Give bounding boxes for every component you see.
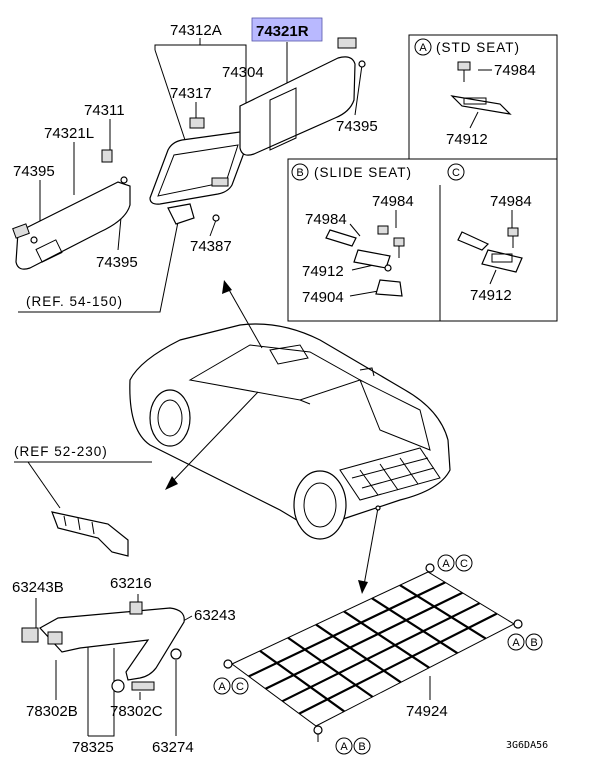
svg-text:C: C [236, 681, 244, 693]
label-74321L: 74321L [44, 125, 94, 142]
svg-text:C: C [452, 167, 460, 179]
bracket-part [51, 511, 129, 557]
diagram-code: 3G6DA56 [506, 740, 548, 751]
label-78325: 78325 [72, 739, 114, 756]
svg-text:C: C [460, 558, 468, 570]
car-body [129, 323, 451, 540]
label-74304: 74304 [222, 64, 264, 81]
svg-text:A: A [218, 681, 226, 693]
label-74904: 74904 [302, 289, 344, 306]
label-74984-c: 74984 [490, 193, 532, 210]
label-74311: 74311 [84, 102, 125, 119]
slide-seat-header: B (SLIDE SEAT) C [291, 163, 465, 181]
sun-visor-left [15, 181, 131, 270]
label-63274: 63274 [152, 739, 194, 756]
grab-handle [21, 601, 185, 693]
vanity-mirror-left [35, 239, 63, 263]
std-seat-header: A (STD SEAT) [414, 38, 520, 56]
svg-text:(SLIDE SEAT): (SLIDE SEAT) [314, 165, 412, 180]
label-63243: 63243 [194, 607, 236, 624]
label-74312A: 74312A [170, 22, 222, 39]
svg-text:B: B [296, 167, 303, 179]
slide-seat-b-hook [325, 225, 405, 297]
std-seat-hook [450, 61, 512, 115]
sun-visor-right [239, 56, 356, 156]
label-74984-std: 74984 [494, 62, 536, 79]
ref-52-230: (REF 52-230) [14, 444, 108, 459]
label-63243B: 63243B [12, 579, 64, 596]
ref-54-150: (REF. 54-150) [26, 294, 123, 309]
highlight-74321R [251, 17, 323, 42]
label-78302B: 78302B [26, 703, 78, 720]
marker-ab-bottom: A B [335, 737, 371, 755]
label-74317: 74317 [170, 85, 212, 102]
label-74321R[interactable]: 74321R [256, 23, 309, 40]
slide-seat-c-hook [457, 227, 523, 273]
svg-text:A: A [442, 558, 450, 570]
svg-text:A: A [512, 637, 520, 649]
marker-ac-top: A C [437, 554, 473, 572]
label-74912-slide: 74912 [302, 263, 344, 280]
svg-text:(STD SEAT): (STD SEAT) [436, 40, 520, 55]
label-78302C: 78302C [110, 703, 163, 720]
svg-text:B: B [530, 637, 537, 649]
label-74984-slide-a: 74984 [372, 193, 414, 210]
svg-text:A: A [419, 42, 427, 54]
slide-seat-box [287, 158, 558, 322]
rearview-mirror [149, 131, 249, 205]
label-74387: 74387 [190, 238, 232, 255]
arrows [165, 280, 381, 594]
label-74912-c: 74912 [470, 287, 512, 304]
marker-ac-left: A C [213, 677, 249, 695]
label-74924: 74924 [406, 703, 448, 720]
svg-text:A: A [340, 741, 348, 753]
svg-text:B: B [358, 741, 365, 753]
label-74984-slide-b: 74984 [305, 211, 347, 228]
label-63216: 63216 [110, 575, 152, 592]
net-grid [248, 581, 498, 715]
label-74395-right: 74395 [336, 118, 378, 135]
label-74395-mid: 74395 [96, 254, 138, 271]
marker-ab-right: A B [507, 633, 543, 651]
label-group-top: 74312A 74321R 74304 74317 74311 74321L 7… [13, 22, 378, 309]
cargo-net [223, 563, 523, 742]
label-74395-left: 74395 [13, 163, 55, 180]
label-74912-std: 74912 [446, 131, 488, 148]
